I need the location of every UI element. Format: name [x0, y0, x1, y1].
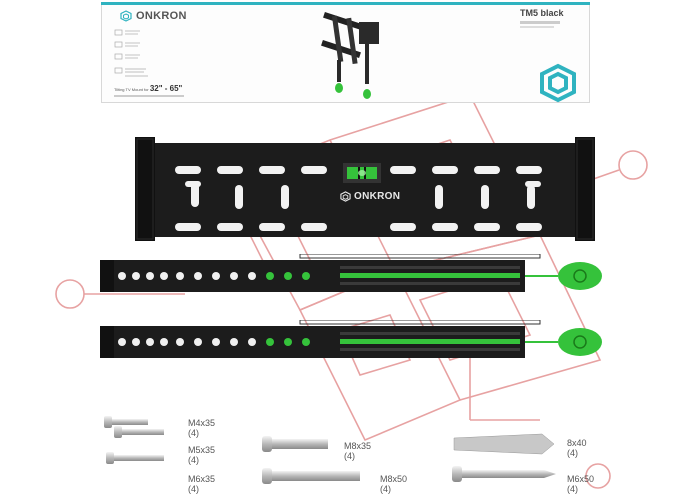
hardware-label-m4x35: M4x35 (4): [188, 418, 215, 438]
box-tagline-prefix: Tilting TV Mount for: [114, 87, 149, 92]
hardware-name: M4x35: [188, 418, 216, 428]
anchors-and-lag-screws: [452, 433, 556, 482]
hardware-qty: (4): [188, 455, 199, 465]
hardware-label-m5x35: M5x35 (4): [188, 445, 215, 465]
box-tagline: Tilting TV Mount for 32" - 65": [114, 84, 184, 97]
box-mount-illustration: [321, 11, 379, 99]
hardware-name: M8x35: [344, 441, 372, 451]
plate-brand: ONKRON: [340, 191, 400, 202]
onkron-logo-icon: [120, 10, 132, 22]
hardware-label-m6x35: M6x35 (4): [188, 474, 215, 494]
wall-plate: [135, 137, 595, 241]
hardware-qty: (4): [188, 428, 199, 438]
hardware-label-m8x50: M8x50 (4): [380, 474, 407, 494]
box-tagline-size: 32" - 65": [149, 84, 183, 93]
hardware-name: 8x40: [567, 438, 587, 448]
screws-small: [104, 416, 164, 464]
hardware-name: M8x50: [380, 474, 408, 484]
hardware-qty: (4): [567, 484, 578, 494]
box-model: TM5 black: [520, 8, 564, 18]
box-brand-text: ONKRON: [136, 10, 187, 22]
hardware-label-8x40: 8x40 (4): [567, 438, 587, 458]
tv-bracket-arm-1: [100, 254, 602, 292]
hardware-name: M6x50: [567, 474, 595, 484]
screws-m8: [262, 436, 360, 484]
plate-brand-text: ONKRON: [354, 191, 401, 202]
hardware-qty: (4): [344, 451, 355, 461]
box-spec-icons: [114, 29, 148, 77]
hardware-name: M6x35: [188, 474, 216, 484]
plate-logo-icon: [340, 191, 351, 202]
hardware-qty: (4): [380, 484, 391, 494]
hardware-qty: (4): [188, 484, 199, 494]
box-accent-stripe: [101, 2, 590, 5]
box-cube-icon: [540, 63, 576, 103]
box-brand: ONKRON: [120, 10, 187, 22]
box-model-subtitle: [520, 19, 580, 28]
tv-bracket-arm-2: [100, 320, 602, 358]
hardware-label-m8x35: M8x35 (4): [344, 441, 371, 461]
hardware-name: M5x35: [188, 445, 216, 455]
hardware-label-m6x50: M6x50 (4): [567, 474, 594, 494]
hardware-qty: (4): [567, 448, 578, 458]
